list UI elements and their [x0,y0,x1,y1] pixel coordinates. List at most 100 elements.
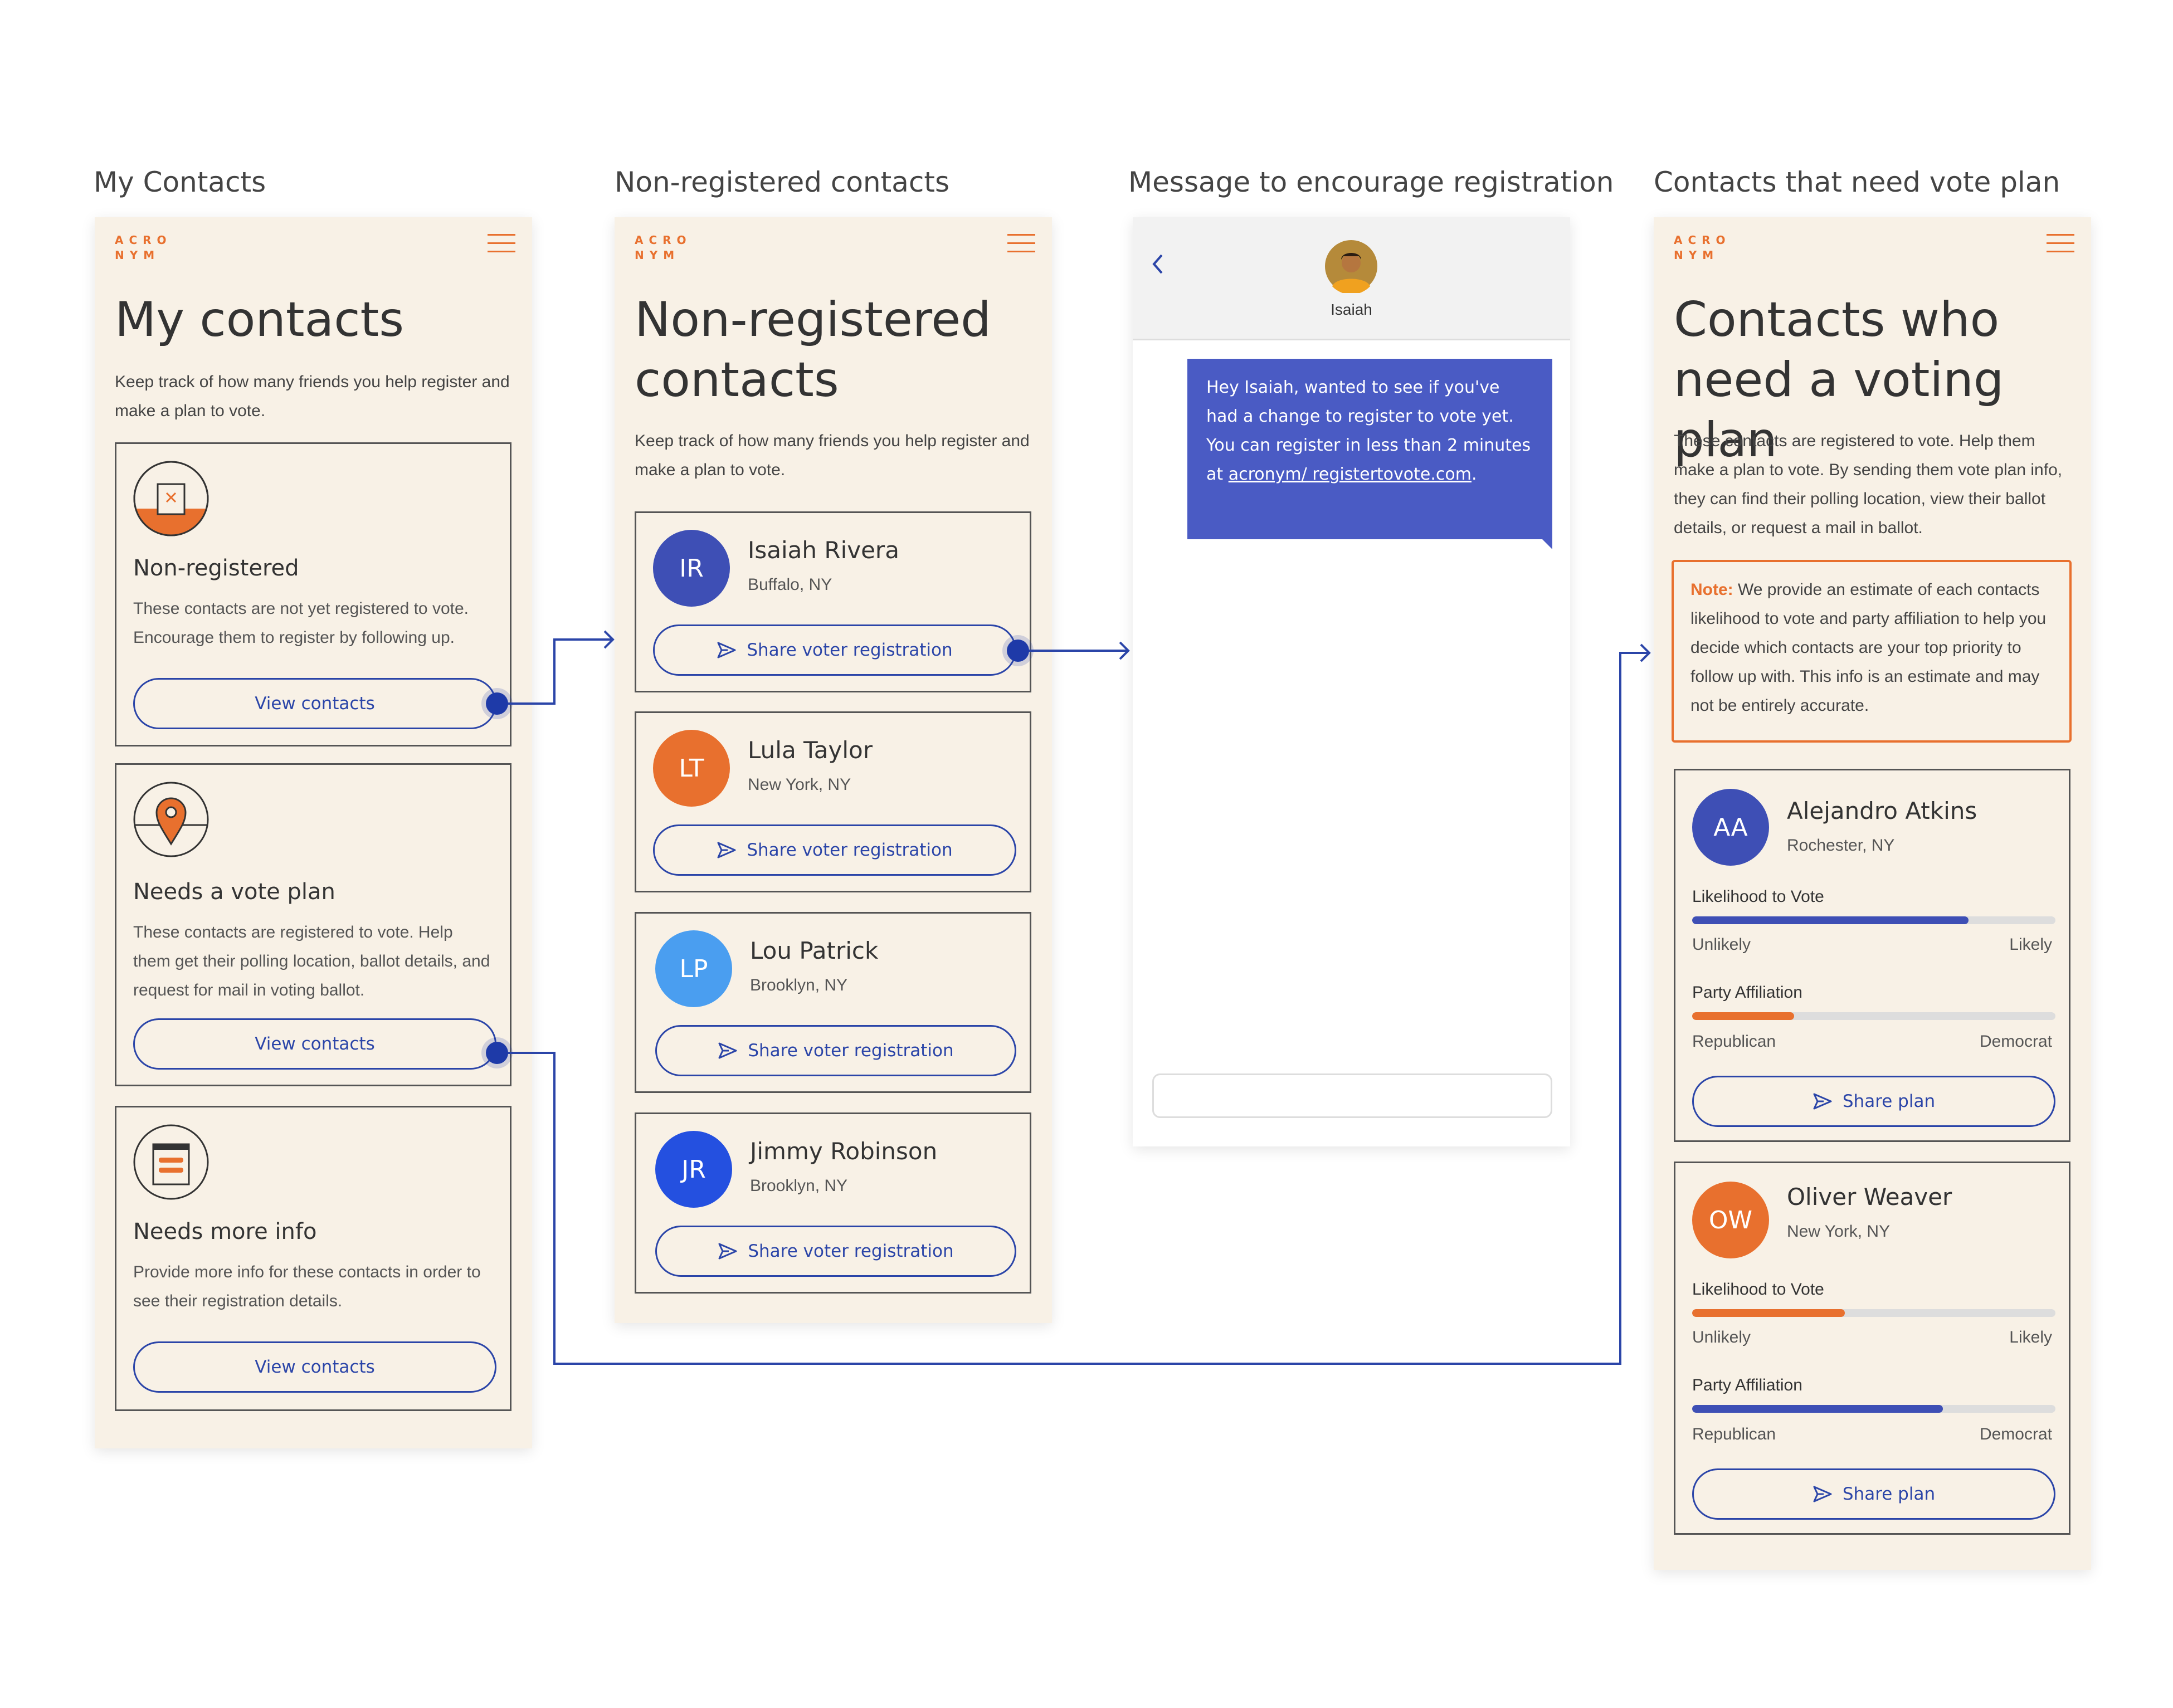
registration-link[interactable]: acronym/ registertovote.com [1228,465,1472,484]
likelihood-low-label: Unlikely [1692,1328,1751,1346]
contact-card: AA Alejandro Atkins Rochester, NY Likeli… [1674,769,2070,1142]
share-plan-button[interactable]: Share plan [1692,1076,2055,1127]
ballot-box-icon [133,461,209,536]
likelihood-bar [1692,1309,2055,1317]
hamburger-menu-icon[interactable] [1007,234,1035,255]
share-plan-button[interactable]: Share plan [1692,1468,2055,1520]
hamburger-menu-icon[interactable] [488,234,515,255]
contact-name: Alejandro Atkins [1787,797,1977,824]
send-icon [1813,1486,1832,1502]
message-bubble: Hey Isaiah, wanted to see if you've had … [1187,359,1552,539]
party-low-label: Republican [1692,1425,1776,1443]
likelihood-high-label: Likely [2009,935,2052,954]
category-card-needs-more-info: Needs more info Provide more info for th… [115,1106,511,1411]
party-bar [1692,1012,2055,1020]
section-label-message: Message to encourage registration [1128,166,1614,198]
send-icon [1813,1093,1832,1110]
hamburger-menu-icon[interactable] [2047,234,2074,255]
contact-location: Brooklyn, NY [750,976,848,994]
party-bar [1692,1405,2055,1413]
contact-card: JR Jimmy Robinson Brooklyn, NY Share vot… [635,1112,1031,1294]
likelihood-high-label: Likely [2009,1328,2052,1346]
contact-name: Oliver Weaver [1787,1183,1952,1211]
likelihood-label: Likelihood to Vote [1692,1280,1824,1299]
party-low-label: Republican [1692,1032,1776,1051]
flow-connector-dot [486,692,508,715]
avatar: IR [653,530,730,607]
back-chevron-icon[interactable] [1149,252,1166,276]
card-title: Needs a vote plan [133,879,335,905]
avatar [1325,240,1377,293]
likelihood-bar [1692,916,2055,924]
contact-card: IR Isaiah Rivera Buffalo, NY Share voter… [635,511,1031,692]
contact-name: Isaiah Rivera [748,536,899,564]
view-contacts-button[interactable]: View contacts [133,1018,496,1070]
bubble-tail [1541,538,1552,549]
contact-name: Lula Taylor [748,736,873,764]
message-input[interactable] [1152,1073,1552,1118]
share-voter-registration-button[interactable]: Share voter registration [653,624,1016,676]
page-title: My contacts [115,292,405,348]
section-label-my-contacts: My Contacts [94,166,266,198]
party-high-label: Democrat [1979,1425,2052,1443]
contact-location: Brooklyn, NY [750,1177,848,1195]
view-contacts-button[interactable]: View contacts [133,1341,496,1393]
screen-message: Isaiah Hey Isaiah, wanted to see if you'… [1133,217,1570,1146]
share-voter-registration-button[interactable]: Share voter registration [653,824,1016,876]
contact-location: Rochester, NY [1787,836,1895,855]
avatar: LP [655,930,732,1007]
contact-card: OW Oliver Weaver New York, NY Likelihood… [1674,1162,2070,1535]
send-icon [717,842,736,858]
contact-location: New York, NY [748,775,851,794]
likelihood-label: Likelihood to Vote [1692,887,1824,906]
send-icon [718,1042,737,1059]
party-label: Party Affiliation [1692,1376,1802,1394]
contact-location: New York, NY [1787,1222,1891,1241]
category-card-non-registered: Non-registered These contacts are not ye… [115,442,511,746]
note-box: Note: We provide an estimate of each con… [1672,560,2072,743]
share-voter-registration-button[interactable]: Share voter registration [655,1025,1016,1076]
contact-name: Lou Patrick [750,937,879,964]
send-icon [718,1243,737,1260]
location-pin-icon [133,782,209,857]
card-description: These contacts are not yet registered to… [133,599,469,647]
flow-connector-dot [486,1042,508,1064]
category-card-needs-vote-plan: Needs a vote plan These contacts are reg… [115,763,511,1086]
contact-location: Buffalo, NY [748,575,832,594]
share-voter-registration-button[interactable]: Share voter registration [655,1226,1016,1277]
party-label: Party Affiliation [1692,983,1802,1002]
card-description: Provide more info for these contacts in … [133,1263,481,1310]
message-header: Isaiah [1133,217,1570,340]
avatar: JR [655,1131,732,1208]
contact-card: LT Lula Taylor New York, NY Share voter … [635,711,1031,892]
section-label-vote-plan: Contacts that need vote plan [1654,166,2060,198]
avatar: AA [1692,789,1769,866]
note-label: Note: [1690,580,1733,599]
section-label-non-registered: Non-registered contacts [615,166,950,198]
contact-name: Isaiah [1331,301,1372,318]
avatar: OW [1692,1182,1769,1258]
party-high-label: Democrat [1979,1032,2052,1051]
flow-connector-dot [1007,640,1029,662]
avatar: LT [653,730,730,807]
page-intro: Keep track of how many friends you help … [115,373,510,420]
card-description: These contacts are registered to vote. H… [133,923,490,999]
card-title: Non-registered [133,555,299,581]
card-title: Needs more info [133,1219,317,1245]
likelihood-low-label: Unlikely [1692,935,1751,954]
contact-name: Jimmy Robinson [750,1138,938,1165]
document-icon [133,1124,209,1200]
view-contacts-button[interactable]: View contacts [133,678,496,729]
page-intro: These contacts are registered to vote. H… [1674,432,2063,537]
page-intro: Keep track of how many friends you help … [635,432,1030,479]
contact-card: LP Lou Patrick Brooklyn, NY Share voter … [635,912,1031,1093]
note-text: We provide an estimate of each contacts … [1690,580,2047,715]
